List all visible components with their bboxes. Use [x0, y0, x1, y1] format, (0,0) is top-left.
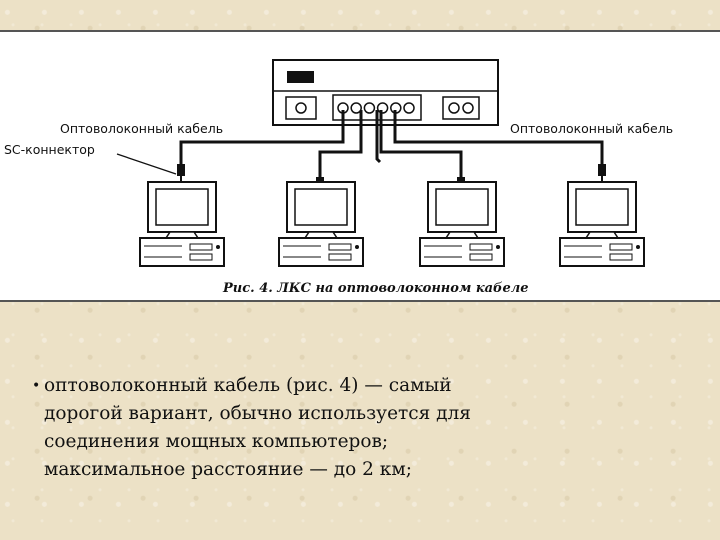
cable-1	[179, 110, 345, 164]
text-line: дорогой вариант, обычно используется для	[44, 403, 471, 424]
fiber-cables	[179, 110, 604, 177]
figure-panel: Оптоволоконный кабель Оптоволоконный каб…	[0, 30, 720, 302]
right-cable-label: Оптоволоконный кабель	[510, 121, 673, 136]
text-line: оптоволоконный кабель (рис. 4) — самый	[44, 375, 452, 396]
cable-2	[318, 110, 363, 177]
hub-port-icon	[376, 102, 389, 114]
hub-device	[272, 59, 499, 126]
computers	[139, 181, 645, 267]
cable-3a	[375, 110, 382, 164]
computer-icon	[419, 181, 505, 267]
cable-4	[393, 110, 604, 164]
connector-label: SC-коннектор	[4, 142, 95, 157]
cable-3	[379, 110, 463, 177]
bullet-marker: •	[32, 378, 41, 394]
hub-port-icon	[363, 102, 376, 114]
left-cable-label: Оптоволоконный кабель	[60, 121, 223, 136]
text-line: максимальное расстояние — до 2 км;	[44, 459, 412, 480]
sc-connector-icon	[598, 164, 606, 182]
connector-pointer	[116, 153, 177, 175]
sc-connectors	[177, 164, 606, 189]
network-diagram: Оптоволоконный кабель Оптоволоконный каб…	[4, 59, 673, 296]
hub-port-icon	[403, 102, 415, 114]
hub-port-icon	[350, 102, 362, 114]
hub-display-icon	[287, 71, 314, 83]
text-line: соединения мощных компьютеров;	[44, 431, 389, 452]
computer-icon	[139, 181, 225, 267]
sc-connector-icon	[177, 164, 185, 182]
computer-icon	[559, 181, 645, 267]
bullet-paragraph: оптоволоконный кабель (рис. 4) — самый д…	[44, 372, 664, 484]
computer-icon	[278, 181, 364, 267]
figure-caption: Рис. 4. ЛКС на оптоволоконном кабеле	[222, 281, 529, 296]
